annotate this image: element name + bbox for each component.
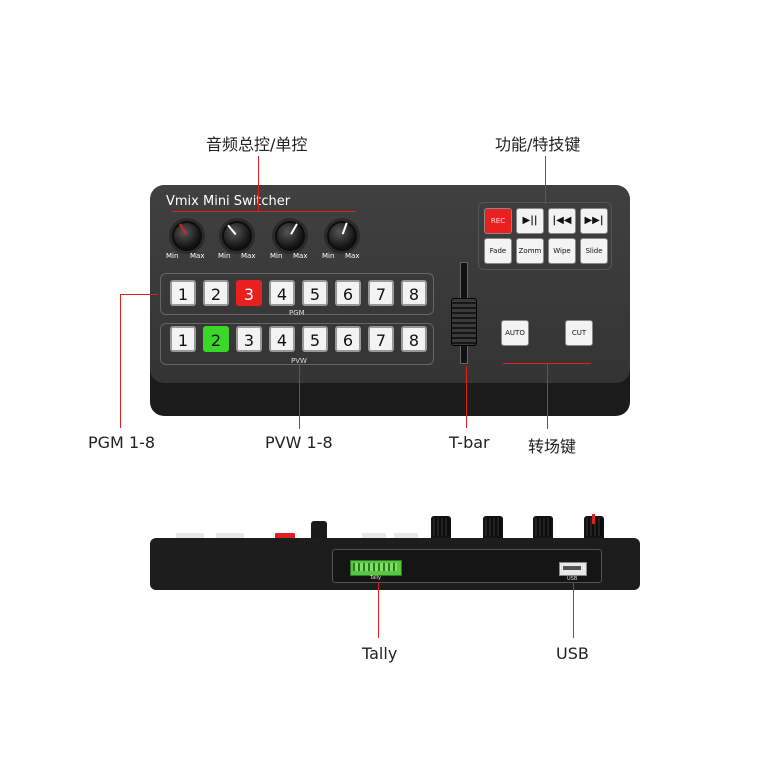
audio-control-label: 音频总控/单控 bbox=[206, 135, 308, 154]
knob-max-label: Max bbox=[345, 252, 360, 260]
side-knob bbox=[483, 516, 503, 538]
pgm-callout-line bbox=[120, 294, 121, 428]
pgm-callout-label: PGM 1-8 bbox=[88, 433, 156, 452]
knob-min-label: Min bbox=[322, 252, 335, 260]
pvw-callout-line bbox=[299, 363, 300, 429]
knob-min-label: Min bbox=[166, 252, 179, 260]
side-knob bbox=[431, 516, 451, 538]
knob-max-label: Max bbox=[190, 252, 205, 260]
tally-pins bbox=[353, 563, 397, 571]
pgm-key-group bbox=[160, 273, 434, 315]
tbar-callout-line bbox=[466, 366, 467, 428]
tbar-side bbox=[311, 521, 327, 539]
slide-button[interactable]: Slide bbox=[580, 238, 608, 264]
knob-min-label: Min bbox=[270, 252, 283, 260]
pgm-key-5[interactable]: 5 bbox=[302, 280, 328, 306]
pvw-group-label: PVW bbox=[291, 357, 307, 365]
pgm-key-2[interactable]: 2 bbox=[203, 280, 229, 306]
knob-min-label: Min bbox=[218, 252, 231, 260]
pgm-key-3[interactable]: 3 bbox=[236, 280, 262, 306]
pvw-key-3[interactable]: 3 bbox=[236, 326, 262, 352]
pgm-key-1[interactable]: 1 bbox=[170, 280, 196, 306]
pgm-key-7[interactable]: 7 bbox=[368, 280, 394, 306]
knob-max-label: Max bbox=[241, 252, 256, 260]
side-knob-red bbox=[584, 516, 604, 538]
tbar-handle[interactable] bbox=[451, 298, 477, 346]
tally-callout-label: Tally bbox=[362, 644, 398, 663]
cut-button[interactable]: CUT bbox=[565, 320, 593, 346]
side-button-top bbox=[216, 533, 244, 539]
auto-button[interactable]: AUTO bbox=[501, 320, 529, 346]
function-keys-label: 功能/特技键 bbox=[495, 135, 581, 154]
rec-button[interactable]: REC bbox=[484, 208, 512, 234]
tally-port-label: Tally bbox=[370, 575, 382, 581]
pvw-key-5[interactable]: 5 bbox=[302, 326, 328, 352]
pvw-key-8[interactable]: 8 bbox=[401, 326, 427, 352]
usb-callout-line bbox=[573, 582, 574, 638]
pvw-callout-label: PVW 1-8 bbox=[265, 433, 333, 452]
master-volume-knob[interactable] bbox=[172, 221, 202, 251]
volume-knob-3[interactable] bbox=[327, 221, 357, 251]
audio-callout-bar bbox=[172, 211, 356, 212]
transition-keys-callout-label: 转场键 bbox=[528, 437, 577, 456]
pgm-group-label: PGM bbox=[289, 309, 305, 317]
fade-button[interactable]: Fade bbox=[484, 238, 512, 264]
next-button[interactable]: ▶▶| bbox=[580, 208, 608, 234]
side-button-top bbox=[362, 533, 386, 539]
side-knob bbox=[533, 516, 553, 538]
volume-knob-1[interactable] bbox=[222, 221, 252, 251]
side-button-red bbox=[275, 533, 295, 539]
usb-callout-label: USB bbox=[556, 644, 589, 663]
device-title: Vmix Mini Switcher bbox=[166, 194, 291, 209]
usb-port-slot bbox=[563, 566, 581, 570]
knob-max-label: Max bbox=[293, 252, 308, 260]
transition-callout-line bbox=[547, 363, 548, 429]
pgm-key-8[interactable]: 8 bbox=[401, 280, 427, 306]
audio-callout-line bbox=[258, 156, 259, 212]
pvw-key-7[interactable]: 7 bbox=[368, 326, 394, 352]
usb-port-label: USB bbox=[567, 576, 578, 582]
pvw-key-6[interactable]: 6 bbox=[335, 326, 361, 352]
side-knob-red-indicator bbox=[592, 514, 595, 524]
pvw-key-1[interactable]: 1 bbox=[170, 326, 196, 352]
pgm-key-4[interactable]: 4 bbox=[269, 280, 295, 306]
pvw-key-4[interactable]: 4 bbox=[269, 326, 295, 352]
previous-button[interactable]: |◀◀ bbox=[548, 208, 576, 234]
tbar-callout-label: T-bar bbox=[449, 433, 490, 452]
function-callout-line bbox=[545, 156, 546, 204]
pvw-key-group bbox=[160, 323, 434, 365]
side-button-top bbox=[394, 533, 418, 539]
play-pause-button[interactable]: ▶|| bbox=[516, 208, 544, 234]
pgm-key-6[interactable]: 6 bbox=[335, 280, 361, 306]
pvw-key-2[interactable]: 2 bbox=[203, 326, 229, 352]
wipe-button[interactable]: Wipe bbox=[548, 238, 576, 264]
zoom-button[interactable]: Zomm bbox=[516, 238, 544, 264]
side-button-top bbox=[176, 533, 204, 539]
tally-callout-line bbox=[378, 582, 379, 638]
volume-knob-2[interactable] bbox=[275, 221, 305, 251]
pgm-callout-bar bbox=[120, 294, 158, 295]
